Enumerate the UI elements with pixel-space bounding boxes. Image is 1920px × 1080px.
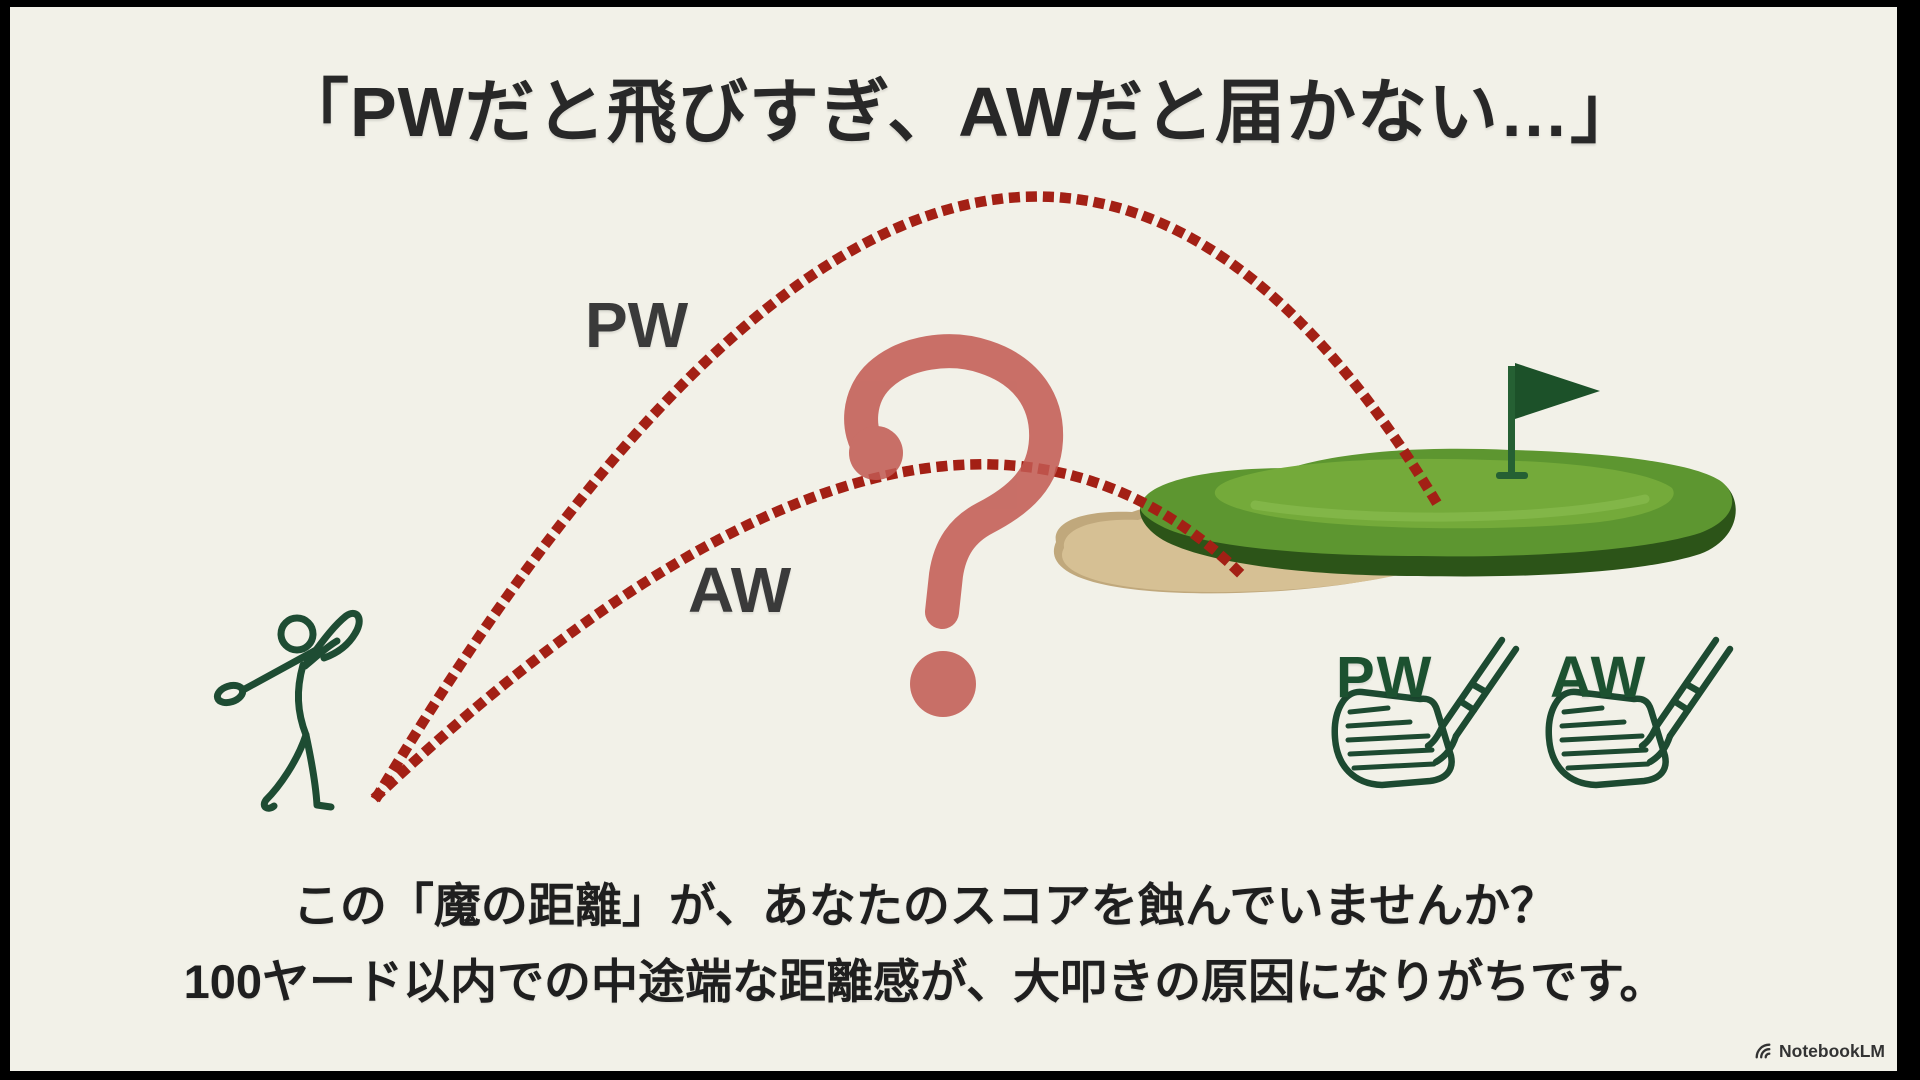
pw-trajectory-arc (370, 191, 1446, 803)
watermark: NotebookLM (1754, 1039, 1885, 1063)
wedge-club-icon (1331, 636, 1520, 789)
aw-trajectory-label: AW (688, 554, 792, 626)
pin-flag-icon (1496, 363, 1600, 479)
footer-line-1: この「魔の距離」が、あなたのスコアを蝕んでいませんか？ (292, 879, 1558, 932)
frame-bar-left (0, 0, 10, 1080)
frame-bar-top (0, 0, 1920, 7)
watermark-text: NotebookLM (1779, 1040, 1885, 1061)
wedge-club-icon (1545, 636, 1734, 789)
pw-club-label: PW (1336, 645, 1434, 710)
aw-club: AW (1544, 632, 1734, 804)
notebooklm-logo-icon (1755, 1043, 1771, 1059)
pw-trajectory-label: PW (585, 289, 689, 361)
putting-green-icon (1139, 448, 1736, 577)
pw-club: PW (1330, 632, 1520, 804)
question-mark-icon (844, 334, 1064, 717)
slide-title: 「PWだと飛びすぎ、AWだと届かない…」 (278, 73, 1642, 151)
aw-club-label: AW (1550, 645, 1648, 710)
frame-bar-right (1897, 0, 1920, 1080)
frame-bar-bottom (0, 1071, 1920, 1080)
footer-caption: この「魔の距離」が、あなたのスコアを蝕んでいませんか？ 100ヤード以内での中途… (30, 868, 1820, 1020)
footer-line-2: 100ヤード以内での中途端な距離感が、大叩きの原因になりがちです。 (183, 955, 1667, 1008)
golfer-swing-icon (213, 609, 363, 812)
